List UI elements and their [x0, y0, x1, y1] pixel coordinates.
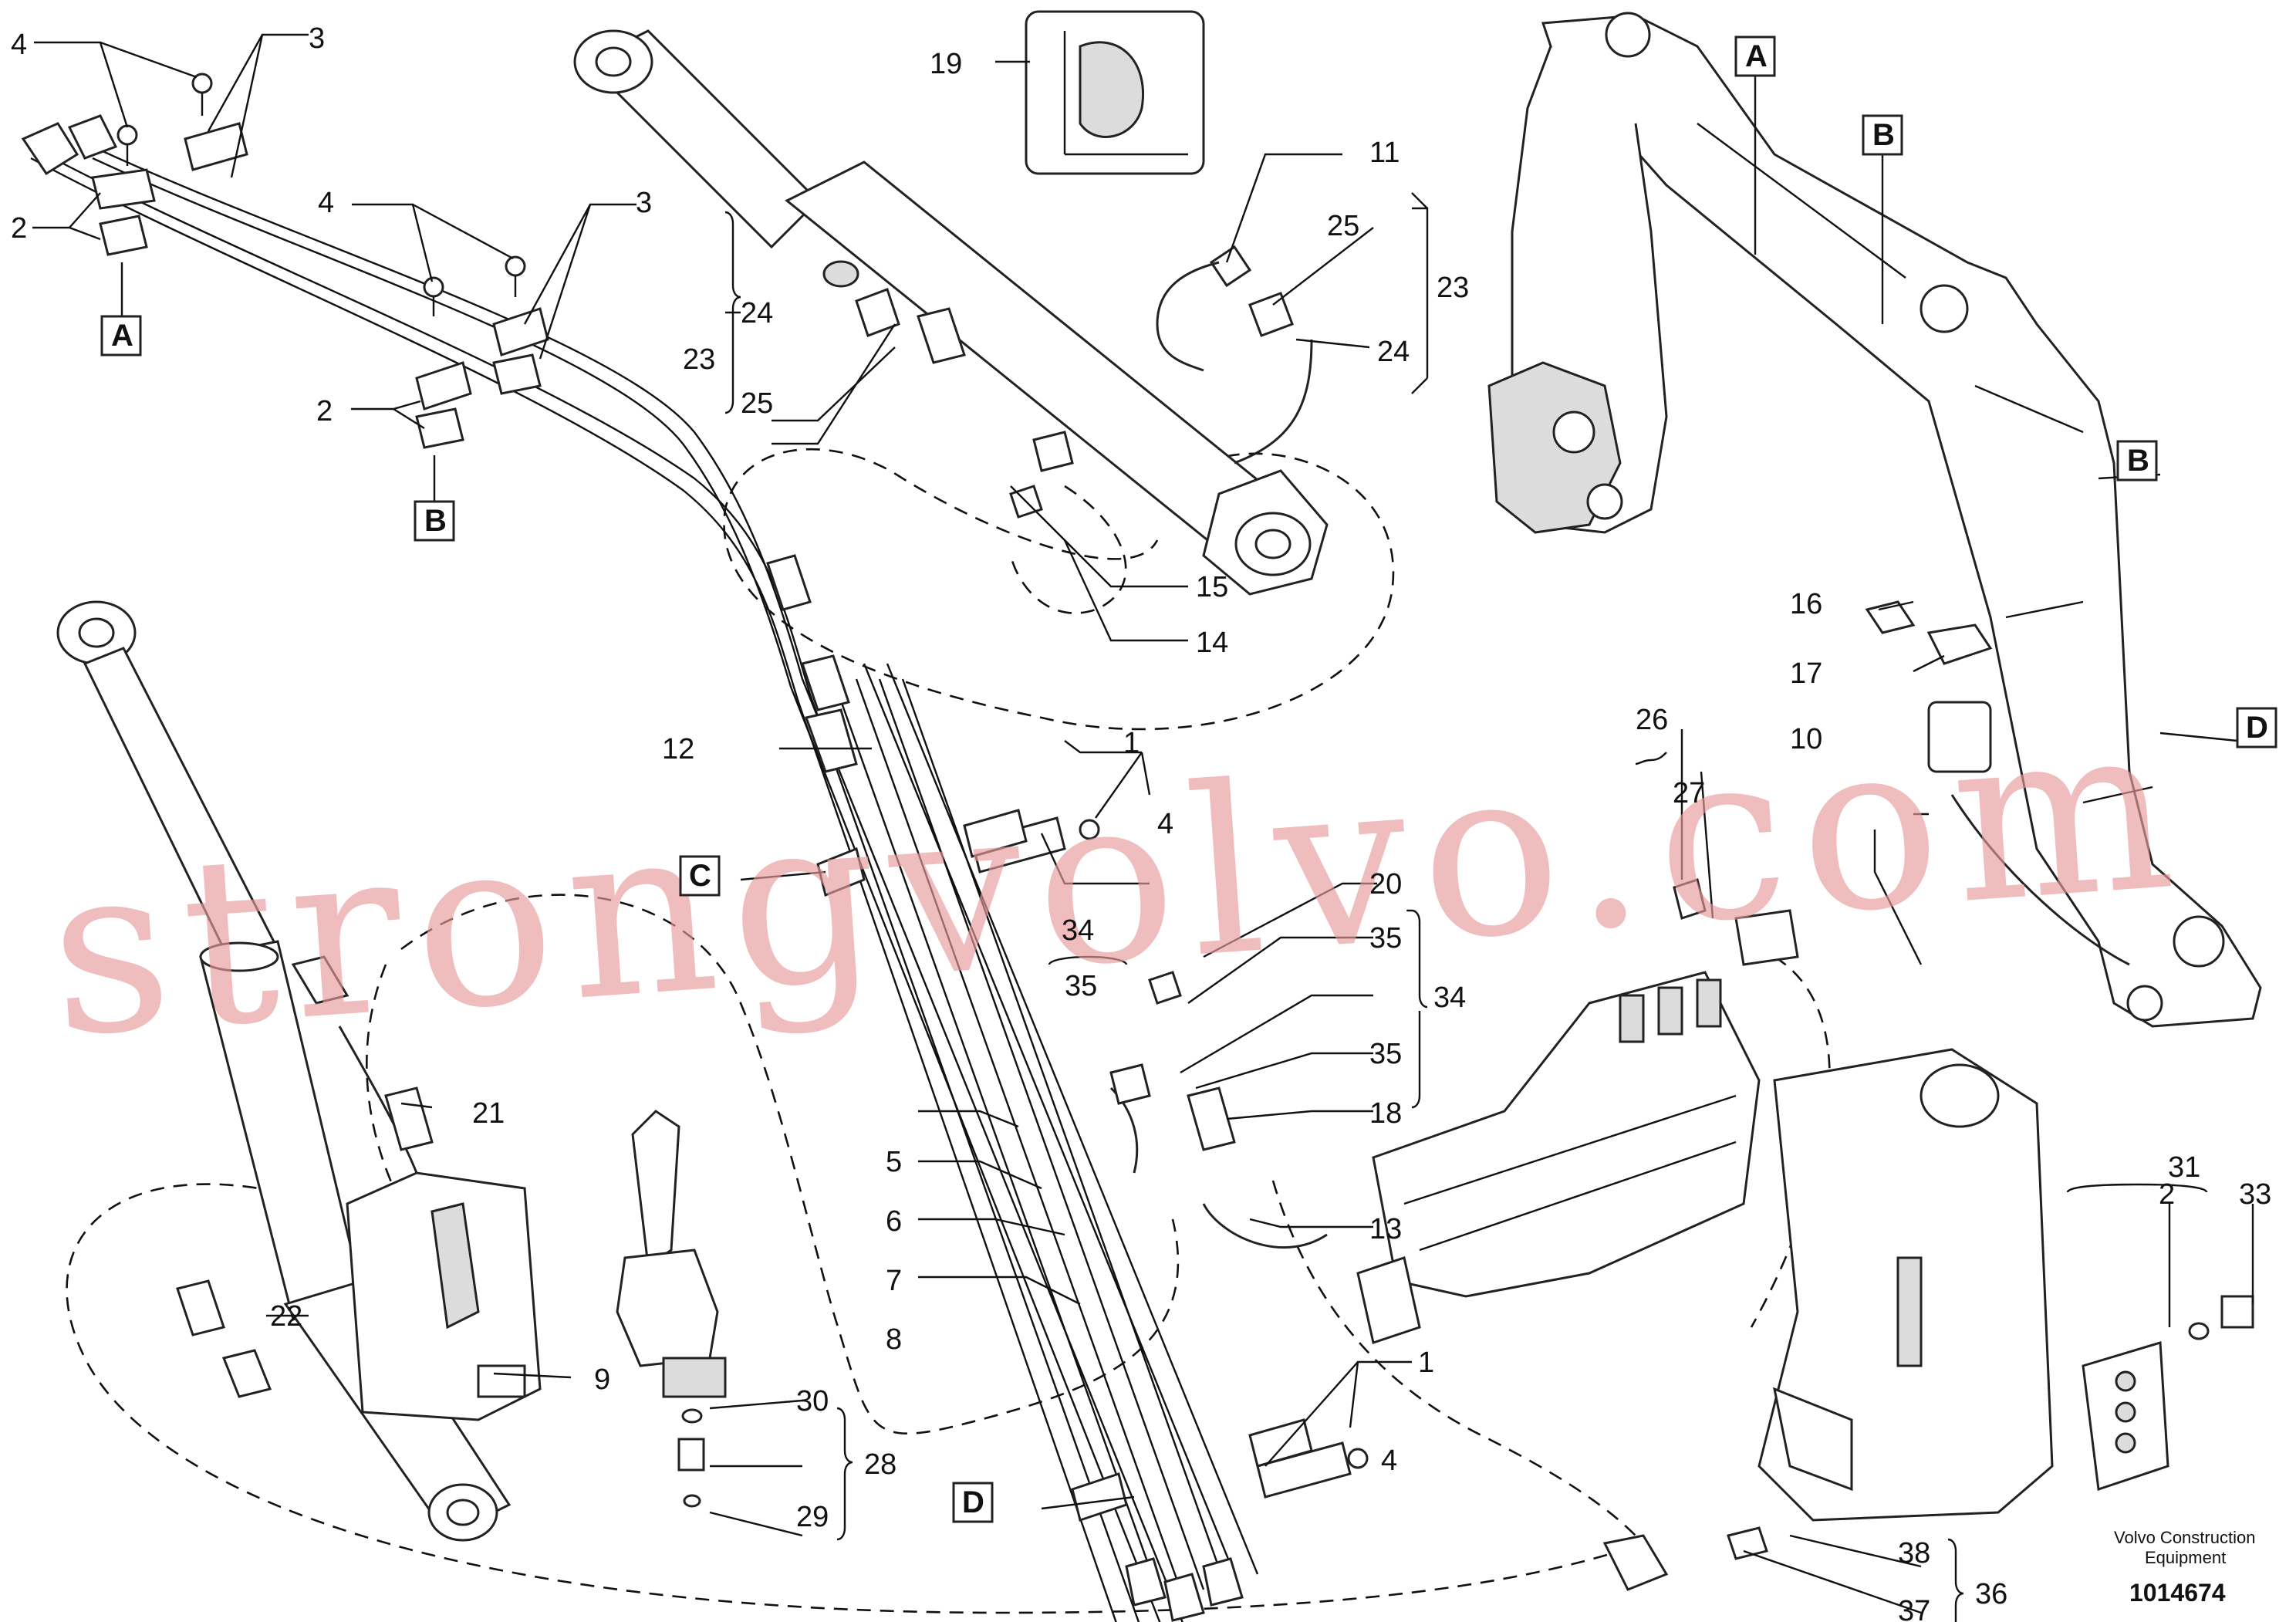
routing-loop-upper — [723, 448, 1395, 731]
label-20: 20 — [1369, 868, 1402, 901]
label-36: 36 — [1975, 1578, 2007, 1610]
ref-box-b-right-2: B — [2127, 444, 2149, 478]
watermark-text: strongvolvo.com — [42, 671, 2195, 1089]
label-26: 26 — [1636, 704, 1668, 736]
pipe-clamps — [91, 122, 1352, 1522]
label-18: 18 — [1369, 1097, 1402, 1130]
label-6: 6 — [886, 1205, 902, 1238]
routing-loop-valve — [1750, 955, 1831, 1328]
lower-fittings — [176, 1086, 1768, 1591]
ref-box-b-left: B — [424, 504, 447, 538]
label-22: 22 — [270, 1300, 302, 1333]
label-29: 29 — [796, 1501, 829, 1533]
label-38: 38 — [1898, 1537, 1930, 1570]
label-4-d: 4 — [1381, 1445, 1397, 1477]
leader-lines — [32, 33, 2254, 1622]
label-28: 28 — [864, 1448, 896, 1481]
label-11: 11 — [1369, 137, 1400, 169]
manifold-block — [2082, 1295, 2254, 1492]
boom-cylinder — [573, 29, 1329, 596]
label-5: 5 — [886, 1146, 902, 1178]
label-15: 15 — [1196, 571, 1228, 603]
reach-chart — [1025, 10, 1205, 175]
label-2-right: 2 — [2159, 1178, 2175, 1211]
label-24-right: 24 — [1377, 336, 1410, 368]
ref-box-a-left: A — [111, 319, 133, 353]
label-19: 19 — [930, 48, 962, 80]
label-1-top: 1 — [1123, 727, 1140, 759]
label-8: 8 — [886, 1323, 902, 1356]
label-34-right: 34 — [1433, 982, 1466, 1014]
control-valve — [1356, 878, 1799, 1344]
label-1-bottom: 1 — [1418, 1347, 1434, 1379]
boom-assembly — [1487, 12, 2262, 1028]
label-4-top: 4 — [11, 29, 27, 61]
label-10: 10 — [1790, 723, 1822, 755]
label-23-right: 23 — [1437, 272, 1469, 304]
pipe-end-fittings — [21, 114, 1244, 1622]
label-30: 30 — [796, 1385, 829, 1418]
upper-fittings — [855, 245, 1328, 1249]
footer-brand-line-2: Equipment — [2145, 1548, 2226, 1567]
ref-box-d-right: D — [2246, 711, 2268, 745]
ref-box-a-right: A — [1745, 39, 1768, 73]
label-7: 7 — [886, 1265, 902, 1297]
label-37: 37 — [1898, 1595, 1930, 1622]
label-25-right: 25 — [1327, 210, 1359, 242]
attachment-parts — [1865, 600, 2130, 966]
part-labels: 4 3 2 4 3 2 19 11 25 23 24 24 23 25 15 1… — [11, 22, 2271, 1622]
label-21: 21 — [472, 1097, 505, 1130]
label-35-bottom: 35 — [1369, 1038, 1402, 1070]
label-4-mid: 4 — [318, 187, 334, 219]
footer-brand-line-1: Volvo Construction — [2114, 1528, 2255, 1547]
label-3-mid: 3 — [636, 187, 652, 219]
label-23-left: 23 — [683, 343, 715, 376]
routing-loop-mid — [1009, 485, 1127, 614]
joystick — [616, 1110, 727, 1398]
label-12: 12 — [662, 733, 694, 765]
label-33: 33 — [2239, 1178, 2271, 1211]
routing-loop-bottom — [66, 1183, 1621, 1614]
label-17: 17 — [1790, 657, 1822, 690]
label-25-left: 25 — [741, 387, 773, 420]
pedal-valve — [291, 955, 542, 1421]
reference-boxes: A B C D A B B D — [100, 35, 2277, 1523]
label-35-left: 35 — [1065, 970, 1097, 1002]
label-9: 9 — [594, 1363, 610, 1396]
label-13: 13 — [1369, 1213, 1402, 1245]
hydraulic-tank — [1757, 1048, 2054, 1522]
bolts — [116, 73, 1369, 1469]
pipe-bundle — [30, 145, 1259, 1622]
label-24-left: 24 — [741, 297, 773, 329]
label-3-top: 3 — [309, 22, 325, 55]
fitting-28 — [677, 1408, 705, 1508]
footer-drawing-number: 1014674 — [2129, 1579, 2226, 1607]
ref-box-c: C — [689, 859, 711, 893]
label-31: 31 — [2168, 1151, 2200, 1184]
label-27: 27 — [1673, 777, 1705, 809]
label-34-left: 34 — [1062, 914, 1094, 947]
ref-box-b-right-1: B — [1872, 118, 1895, 152]
label-2-top: 2 — [11, 212, 27, 245]
routing-loop-right — [1271, 1180, 1636, 1536]
routing-loop-left-inner — [366, 964, 403, 1205]
label-14: 14 — [1196, 627, 1228, 659]
label-35-top: 35 — [1369, 922, 1402, 955]
label-2-mid: 2 — [316, 395, 333, 427]
label-16: 16 — [1790, 588, 1822, 620]
label-4-c: 4 — [1157, 808, 1173, 840]
ref-box-d-left: D — [962, 1485, 984, 1519]
